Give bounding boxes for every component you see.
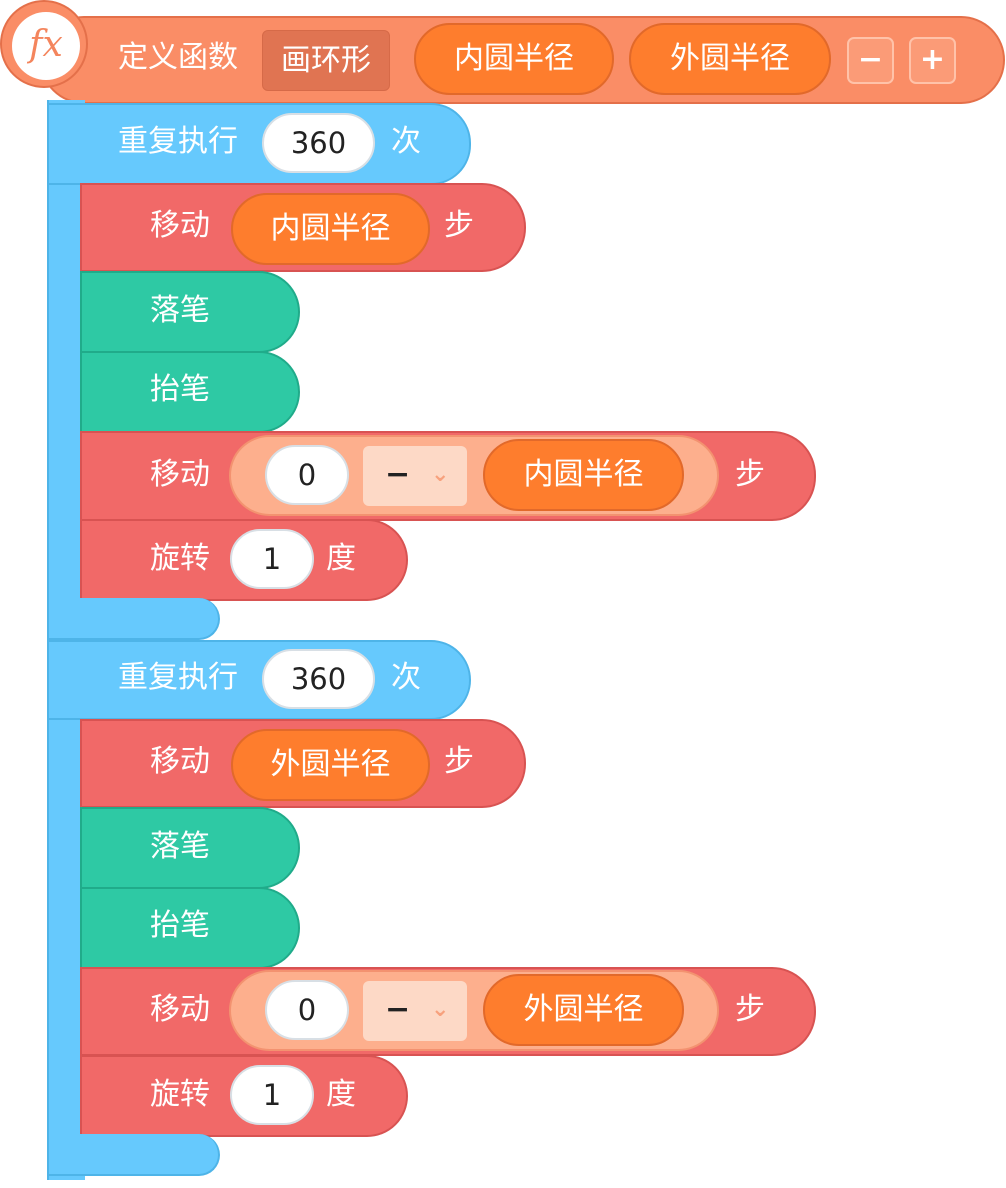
loop-1-spine xyxy=(47,100,85,640)
define-function-label: 定义函数 xyxy=(118,40,238,75)
move-label: 移动 xyxy=(150,457,210,492)
function-badge: fx xyxy=(0,0,88,88)
fx-icon: fx xyxy=(12,12,80,80)
loop-2-spine xyxy=(47,640,85,1180)
move-unit-label: 步 xyxy=(735,992,765,1027)
operator-symbol: − xyxy=(385,992,411,1027)
repeat-times-label: 次 xyxy=(391,660,421,695)
move-unit-label: 步 xyxy=(735,457,765,492)
subtract-right-outer-radius[interactable]: 外圆半径 xyxy=(483,974,684,1046)
subtract-left-input[interactable]: 0 xyxy=(265,980,349,1040)
move-label: 移动 xyxy=(150,208,210,243)
move-arg-inner-radius[interactable]: 内圆半径 xyxy=(231,193,430,265)
operator-dropdown[interactable]: − ⌄ xyxy=(363,446,467,506)
turn-unit-label: 度 xyxy=(326,541,356,576)
pen-down-label: 落笔 xyxy=(150,293,210,328)
operator-symbol: − xyxy=(385,457,411,492)
move-unit-label: 步 xyxy=(444,208,474,243)
param-inner-radius[interactable]: 内圆半径 xyxy=(414,23,614,95)
function-name-field[interactable]: 画环形 xyxy=(262,30,390,91)
chevron-down-icon: ⌄ xyxy=(431,462,450,487)
pen-up-label: 抬笔 xyxy=(150,372,210,407)
move-label: 移动 xyxy=(150,992,210,1027)
remove-param-button[interactable]: − xyxy=(847,37,894,84)
loop-2-end xyxy=(47,1134,220,1176)
pen-up-label: 抬笔 xyxy=(150,908,210,943)
repeat-count-input[interactable]: 360 xyxy=(262,649,375,709)
turn-label: 旋转 xyxy=(150,1077,210,1112)
repeat-times-label: 次 xyxy=(391,124,421,159)
turn-degrees-input[interactable]: 1 xyxy=(230,1065,314,1125)
move-label: 移动 xyxy=(150,744,210,779)
repeat-label: 重复执行 xyxy=(118,124,238,159)
repeat-count-input[interactable]: 360 xyxy=(262,113,375,173)
turn-unit-label: 度 xyxy=(326,1077,356,1112)
chevron-down-icon: ⌄ xyxy=(431,997,450,1022)
operator-dropdown[interactable]: − ⌄ xyxy=(363,981,467,1041)
param-outer-radius[interactable]: 外圆半径 xyxy=(629,23,831,95)
subtract-left-input[interactable]: 0 xyxy=(265,445,349,505)
pen-down-label: 落笔 xyxy=(150,829,210,864)
add-param-button[interactable]: + xyxy=(909,37,956,84)
move-unit-label: 步 xyxy=(444,744,474,779)
repeat-block-1[interactable] xyxy=(47,103,471,185)
turn-label: 旋转 xyxy=(150,541,210,576)
turn-degrees-input[interactable]: 1 xyxy=(230,529,314,589)
subtract-right-inner-radius[interactable]: 内圆半径 xyxy=(483,439,684,511)
move-arg-outer-radius[interactable]: 外圆半径 xyxy=(231,729,430,801)
repeat-label: 重复执行 xyxy=(118,660,238,695)
loop-1-end xyxy=(47,598,220,640)
